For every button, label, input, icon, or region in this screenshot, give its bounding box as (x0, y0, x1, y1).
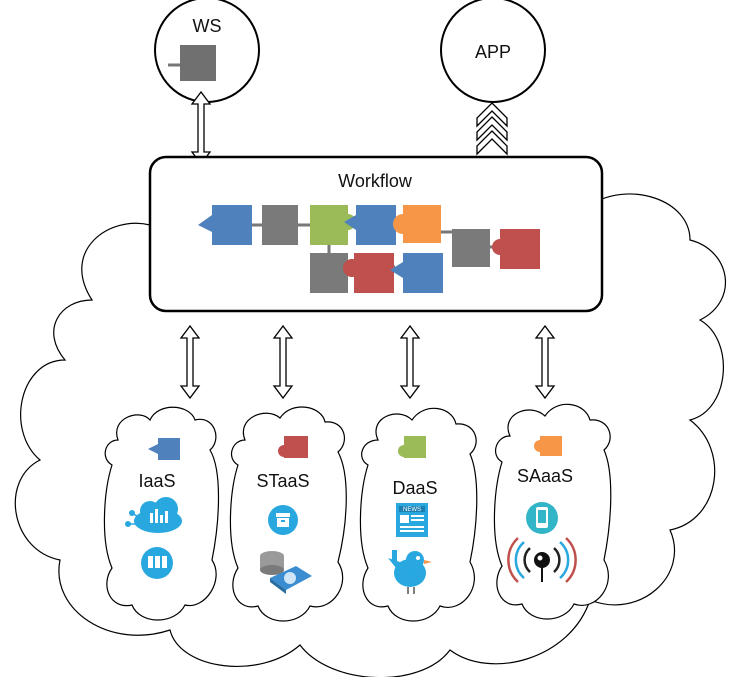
server-rack-icon (141, 547, 173, 579)
workflow-pieces (198, 205, 540, 293)
ws-label: WS (193, 16, 222, 36)
sensor-icon (507, 537, 577, 583)
app-node: APP (440, 0, 546, 103)
piece-blue-2 (344, 205, 396, 245)
piece-gray-2 (452, 229, 490, 267)
news-icon: NEWS (396, 503, 428, 537)
daas-piece (398, 436, 426, 458)
piece-blue-3 (390, 253, 443, 293)
piece-red-2 (343, 253, 394, 293)
ws-block-icon (180, 45, 216, 81)
news-text: NEWS (403, 507, 421, 513)
app-chevron-arrow (476, 102, 508, 156)
staas-label: STaaS (256, 471, 309, 491)
cloud-analytics-icon (125, 497, 182, 533)
iaas-label: IaaS (138, 471, 175, 491)
piece-orange (393, 205, 441, 243)
ws-workflow-arrow (191, 91, 211, 165)
saaas-piece (534, 436, 562, 456)
iaas-piece (148, 438, 180, 460)
daas-label: DaaS (392, 478, 437, 498)
piece-gray-3 (310, 253, 348, 293)
piece-gray-1 (262, 205, 298, 245)
ws-node: WS (154, 0, 260, 103)
smartphone-icon (526, 502, 558, 534)
workflow-label: Workflow (338, 171, 413, 191)
database-disk-icon (260, 551, 312, 594)
staas-piece (278, 436, 308, 458)
piece-red-1 (492, 229, 540, 269)
saaas-label: SAaaS (517, 466, 573, 486)
app-label: APP (475, 42, 511, 62)
bird-icon (388, 550, 432, 594)
storage-box-icon (268, 505, 298, 535)
piece-blue-1 (198, 205, 252, 245)
